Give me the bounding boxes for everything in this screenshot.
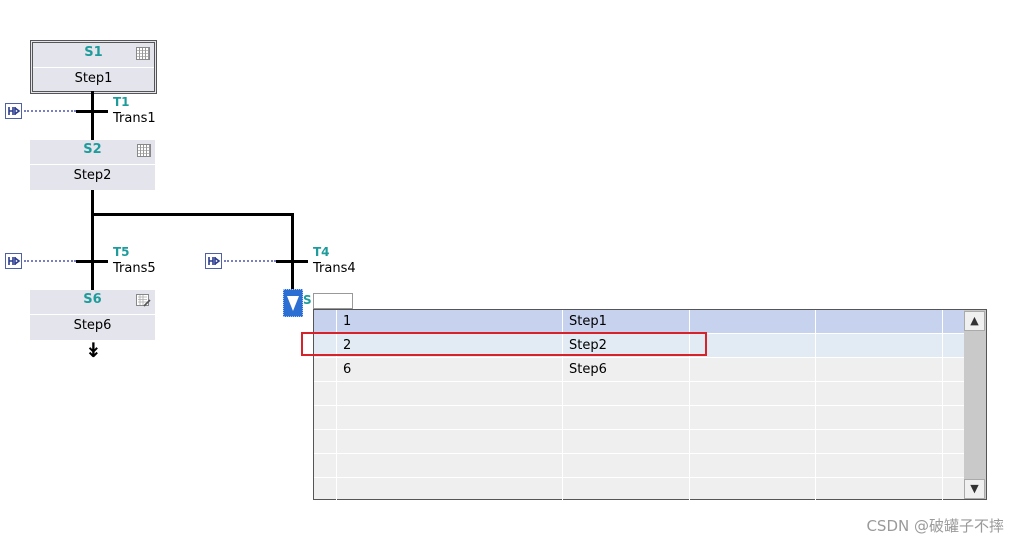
transition-t5-name: Trans5 (113, 261, 156, 276)
transition-t5-condition-icon[interactable] (5, 253, 22, 269)
annotation-highlight-box (301, 332, 707, 356)
transition-t1-connector (24, 110, 76, 112)
step-s1-name: Step1 (74, 71, 113, 86)
transition-t1-bar[interactable] (76, 110, 108, 113)
jump-target-list[interactable]: 1 Step1 2 Step2 6 Step6 ▲ ▼ (313, 309, 987, 502)
list-item-number: 6 (343, 362, 352, 377)
step-s2[interactable]: S2 Step2 (30, 140, 155, 190)
action-table-icon[interactable] (136, 47, 150, 60)
jump-arrow-icon: ↡ (85, 338, 102, 362)
sequence-line (91, 91, 94, 140)
list-item-name: Step2 (569, 338, 607, 353)
list-item-name: Step6 (569, 362, 607, 377)
transition-t4-bar[interactable] (276, 260, 308, 263)
list-item-number: 1 (343, 314, 352, 329)
action-table-edit-icon[interactable] (136, 294, 151, 308)
jump-target-input[interactable] (313, 293, 353, 309)
column-separator (562, 310, 563, 501)
step-s6[interactable]: S6 Step6 (30, 290, 155, 340)
scrollbar[interactable]: ▲ ▼ (964, 310, 986, 499)
transition-t5-number: T5 (113, 245, 130, 259)
list-item[interactable]: 6 Step6 (314, 358, 966, 382)
jump-dropdown-button[interactable] (283, 289, 303, 317)
step-divider (33, 67, 154, 68)
step-s2-name: Step2 (73, 168, 112, 183)
step-divider (30, 314, 155, 315)
step-s6-name: Step6 (73, 318, 112, 333)
column-separator (336, 310, 337, 501)
watermark: CSDN @破罐子不摔 (866, 517, 1004, 535)
step-s6-number: S6 (83, 292, 102, 307)
column-separator (815, 310, 816, 501)
transition-t4-number: T4 (313, 245, 330, 259)
scroll-up-button[interactable]: ▲ (964, 311, 985, 331)
column-separator (942, 310, 943, 501)
transition-t4-connector (224, 260, 276, 262)
transition-t5-bar[interactable] (76, 260, 108, 263)
list-item (314, 478, 966, 502)
list-item[interactable]: 1 Step1 (314, 310, 966, 334)
alternative-branch-line (91, 213, 294, 216)
list-item (314, 382, 966, 406)
list-item (314, 406, 966, 430)
transition-t4-name: Trans4 (313, 261, 356, 276)
transition-t1-condition-icon[interactable] (5, 103, 22, 119)
step-s2-number: S2 (83, 142, 102, 157)
sequence-line (91, 190, 94, 290)
step-s1[interactable]: S1 Step1 (30, 40, 157, 94)
column-separator (689, 310, 690, 501)
step-divider (30, 164, 155, 165)
transition-t5-connector (24, 260, 76, 262)
branch-line (291, 213, 294, 291)
transition-t1-name: Trans1 (113, 111, 156, 126)
list-item (314, 430, 966, 454)
step-s1-number: S1 (84, 45, 103, 60)
list-item (314, 454, 966, 478)
transition-t4-condition-icon[interactable] (205, 253, 222, 269)
transition-t1-number: T1 (113, 95, 130, 109)
list-item-number: 2 (343, 338, 352, 353)
list-item-name: Step1 (569, 314, 607, 329)
scroll-down-button[interactable]: ▼ (964, 479, 985, 499)
action-table-icon[interactable] (137, 144, 151, 157)
jump-target-prefix: S (303, 293, 312, 307)
